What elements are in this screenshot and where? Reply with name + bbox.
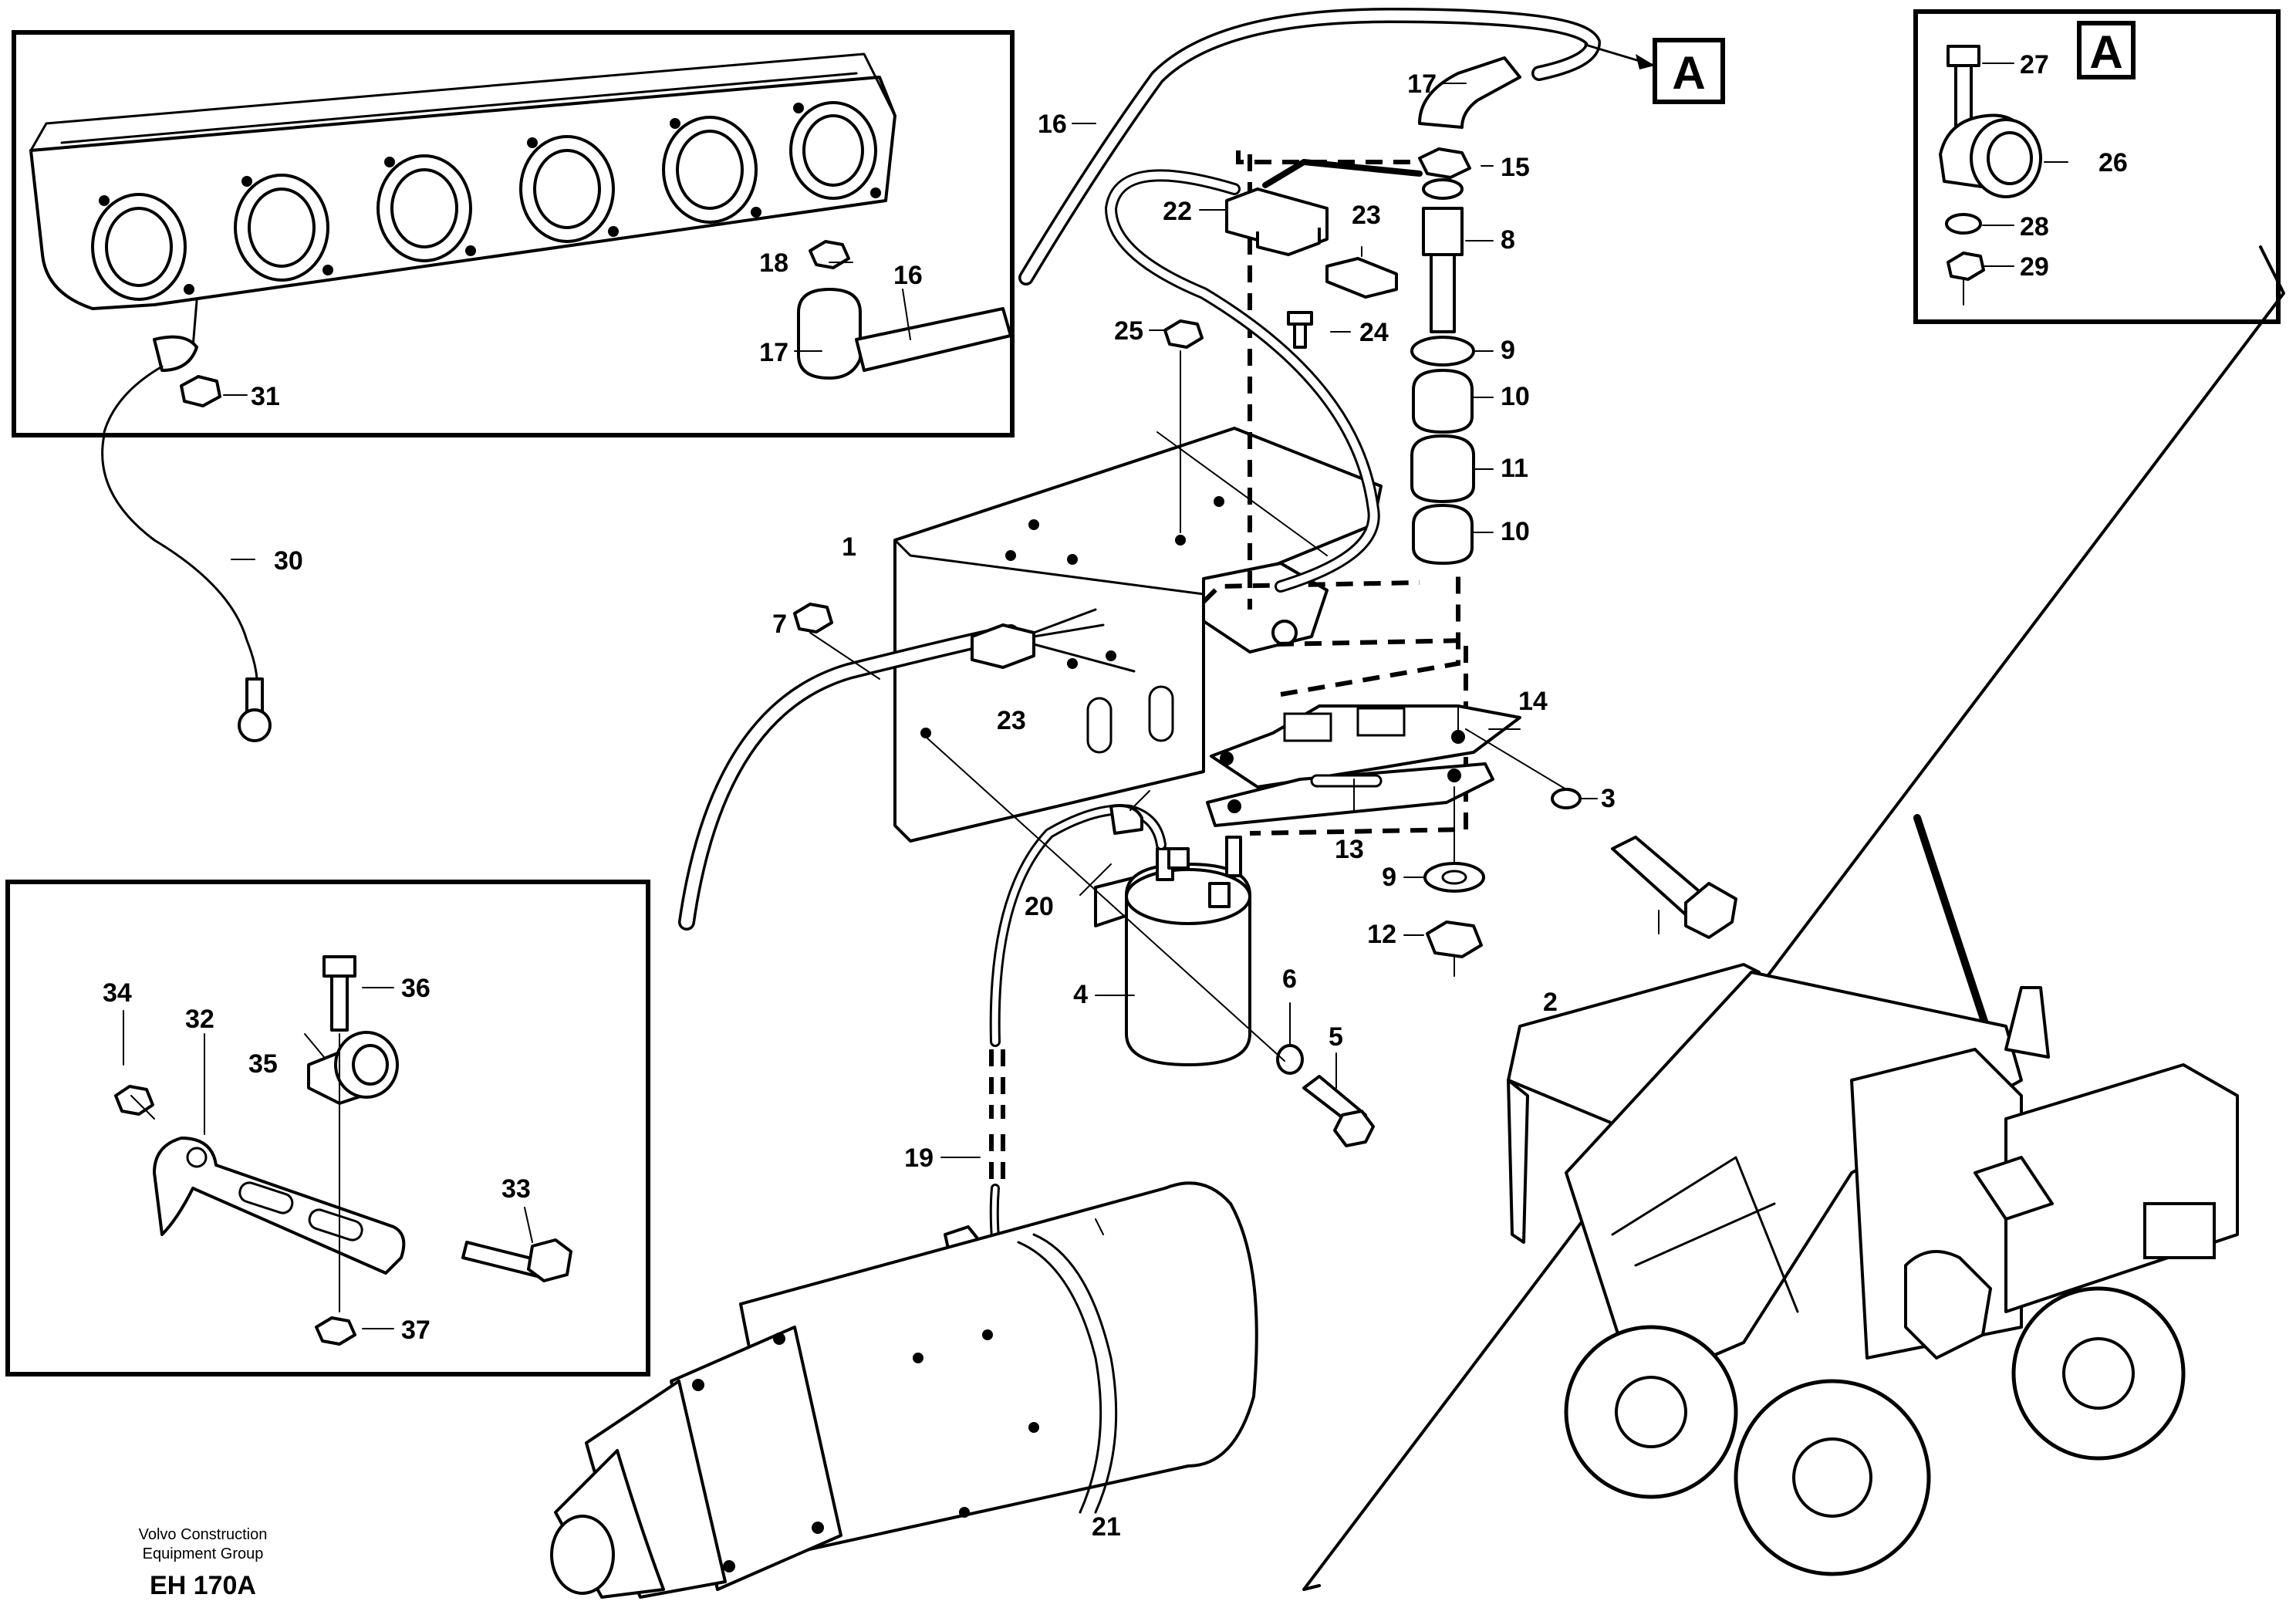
battery-cable-16 — [1018, 8, 1725, 285]
label-28: 28 — [2020, 212, 2049, 242]
callout-a-view: A — [1672, 47, 1705, 99]
label-8: 8 — [1501, 225, 1515, 255]
bushing-10b — [1412, 504, 1474, 565]
washer-3 — [1551, 788, 1582, 809]
bolt-3-assembly — [1403, 788, 1737, 977]
callout-a-detail: A — [2089, 26, 2122, 78]
label-18: 18 — [759, 248, 788, 278]
label-3: 3 — [1601, 784, 1616, 813]
label-13: 13 — [1335, 835, 1364, 864]
label-12: 12 — [1367, 920, 1396, 949]
label-6: 6 — [1282, 964, 1297, 994]
nut-31 — [180, 375, 221, 407]
intake-manifold — [29, 76, 896, 310]
washer-28 — [1945, 213, 1982, 235]
elbow-17-top — [1418, 56, 1521, 129]
label-16-detail: 16 — [893, 261, 923, 290]
label-5: 5 — [1329, 1022, 1343, 1052]
label-32: 32 — [185, 1005, 214, 1034]
label-14: 14 — [1518, 687, 1548, 716]
starter-motor-21 — [550, 1134, 1258, 1599]
bushing-10 — [1412, 369, 1474, 434]
insulator-11 — [1410, 434, 1475, 503]
label-2: 2 — [1543, 988, 1558, 1017]
label-17-main: 17 — [1407, 69, 1437, 99]
label-17-detail: 17 — [759, 338, 788, 367]
bolt-36 — [322, 955, 356, 978]
label-16-main: 16 — [1038, 110, 1067, 139]
label-27: 27 — [2020, 50, 2049, 79]
nut-37 — [315, 1316, 356, 1346]
label-25: 25 — [1114, 316, 1143, 346]
washer-6 — [1276, 1044, 1304, 1075]
label-30: 30 — [274, 546, 303, 576]
nut-18 — [809, 240, 850, 269]
label-9a: 9 — [1501, 336, 1515, 365]
footer-company-line2: Equipment Group — [143, 1545, 264, 1562]
screw-24 — [1287, 311, 1313, 326]
label-15: 15 — [1501, 153, 1530, 182]
label-34: 34 — [103, 978, 132, 1008]
connector-cover-23 — [1325, 257, 1398, 299]
label-19: 19 — [904, 1143, 934, 1173]
bolt-27 — [1947, 45, 1980, 67]
label-20: 20 — [1025, 892, 1054, 921]
nut-25-assembly — [1149, 319, 1328, 556]
clamp-23 — [971, 623, 1035, 669]
label-23-top: 23 — [1352, 201, 1381, 230]
label-36: 36 — [401, 974, 430, 1003]
fuse-holder — [1206, 637, 1582, 865]
label-7: 7 — [772, 610, 787, 639]
footer-code: EH 170A — [150, 1571, 256, 1600]
label-22: 22 — [1163, 197, 1192, 226]
label-31: 31 — [251, 382, 280, 411]
bracket-detail-frame — [5, 880, 650, 1376]
ground-cable-30 — [101, 434, 272, 742]
nut-25 — [1163, 319, 1204, 349]
label-37: 37 — [401, 1316, 430, 1345]
label-10b: 10 — [1501, 517, 1530, 546]
nut-15 — [1418, 147, 1471, 179]
label-9b: 9 — [1382, 863, 1396, 892]
detail-a-frame — [1913, 9, 2281, 324]
label-24: 24 — [1359, 318, 1389, 347]
stud-8 — [1422, 207, 1464, 256]
connector-assembly — [1105, 150, 1460, 697]
part-labels: 1 2 3 4 5 6 7 8 9 9 10 10 11 12 13 14 15… — [103, 26, 2128, 1542]
relay-assembly — [925, 736, 1375, 1147]
label-4: 4 — [1073, 980, 1088, 1009]
nut-7 — [793, 603, 833, 633]
manifold-detail-frame — [12, 30, 1015, 437]
label-11: 11 — [1501, 454, 1528, 483]
nut-34 — [114, 1085, 154, 1116]
label-1: 1 — [842, 532, 856, 562]
label-33: 33 — [501, 1174, 531, 1204]
fuse-base-13 — [1206, 762, 1494, 827]
nut-12 — [1426, 920, 1483, 958]
elbow-17 — [797, 288, 862, 380]
hose-16 — [855, 307, 1012, 372]
label-29: 29 — [2020, 252, 2049, 282]
label-10a: 10 — [1501, 382, 1530, 411]
preheat-stud-stack — [1410, 56, 1521, 565]
footer-company-line1: Volvo Construction — [139, 1526, 268, 1543]
label-35: 35 — [248, 1049, 278, 1079]
label-26: 26 — [2098, 148, 2128, 177]
label-23-plate: 23 — [997, 706, 1026, 735]
wheel-loader-illustration — [1507, 963, 2239, 1576]
footer: Volvo Construction Equipment Group EH 17… — [139, 1526, 268, 1600]
nut-29 — [1947, 252, 1985, 281]
label-21: 21 — [1092, 1512, 1121, 1542]
washer-9 — [1410, 336, 1475, 366]
